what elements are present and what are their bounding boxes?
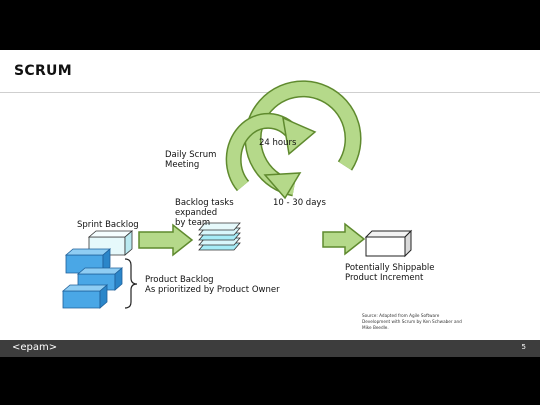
backlog-tasks-label-3: by team <box>175 218 210 228</box>
sprint-backlog-label: Sprint Backlog <box>77 220 139 230</box>
backlog-tasks-label-2: expanded <box>175 208 217 218</box>
top-letterbox <box>0 0 540 50</box>
bottom-letterbox <box>0 357 540 405</box>
slide-title: SCRUM <box>14 63 72 79</box>
scrum-diagram: Daily Scrum Meeting 24 hours Backlog tas… <box>61 80 462 330</box>
flow-arrow-to-increment <box>322 222 366 256</box>
product-backlog-brace <box>124 258 138 309</box>
daily-scrum-label-1: Daily Scrum <box>165 150 216 160</box>
product-backlog-label-1: Product Backlog <box>145 275 214 285</box>
hours-label: 24 hours <box>259 138 297 148</box>
flow-arrow-to-tasks <box>138 223 194 257</box>
daily-cycle-arrow <box>225 112 317 192</box>
product-backlog-boxes <box>61 248 124 309</box>
source-note-2: Development with Scrum by Ken Schwaber a… <box>362 319 462 324</box>
source-note-3: Mike Beedle. <box>362 325 389 330</box>
daily-scrum-label-2: Meeting <box>165 160 199 170</box>
page-number: 5 <box>521 343 526 351</box>
slide: SCRUM <box>0 50 540 340</box>
increment-label-2: Product Increment <box>345 273 424 283</box>
increment-box <box>364 229 413 258</box>
epam-logo: <epam> <box>12 342 58 353</box>
footer-bar: <epam> 5 <box>0 340 540 357</box>
days-label: 10 - 30 days <box>273 198 326 208</box>
sprint-cycle-arrow <box>244 80 362 200</box>
product-backlog-label-2: As prioritized by Product Owner <box>145 285 280 295</box>
backlog-tasks-stack <box>198 222 241 251</box>
increment-label-1: Potentially Shippable <box>345 263 434 273</box>
backlog-tasks-label-1: Backlog tasks <box>175 198 234 208</box>
source-note-1: Source: Adapted from Agile Software <box>362 313 440 318</box>
